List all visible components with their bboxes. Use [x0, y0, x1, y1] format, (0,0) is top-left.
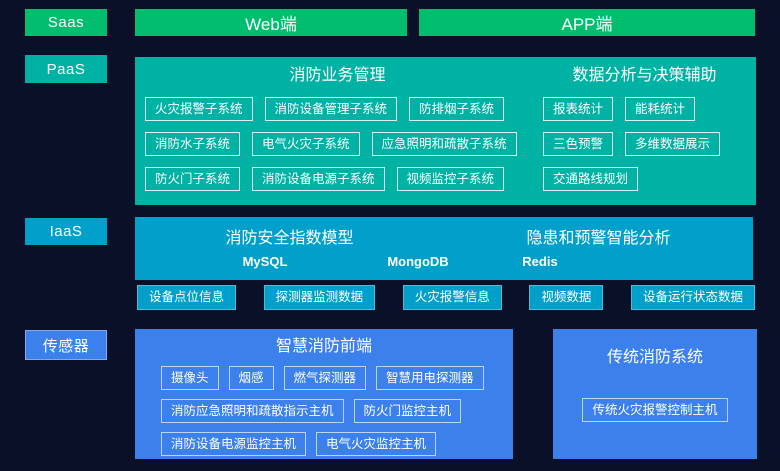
- device-row: 摄像头 烟感 燃气探测器 智慧用电探测器: [161, 366, 513, 390]
- subsystem-box: 消防设备电源子系统: [252, 167, 385, 191]
- hazard-warning-analysis-title: 隐患和预警智能分析: [526, 230, 671, 247]
- device-row: 消防设备电源监控主机 电气火灾监控主机: [161, 432, 513, 456]
- subsystem-row: 消防水子系统 电气火灾子系统 应急照明和疏散子系统: [145, 132, 530, 156]
- iaas-panel: 消防安全指数模型 隐患和预警智能分析 MySQL MongoDB Redis: [135, 217, 753, 280]
- device-box: 智慧用电探测器: [376, 366, 484, 390]
- analysis-box: 报表统计: [543, 97, 614, 121]
- device-row: 消防应急照明和疏散指示主机 防火门监控主机: [161, 399, 513, 423]
- section-title: 智慧消防前端: [275, 338, 372, 355]
- analysis-box: 多维数据展示: [625, 132, 721, 156]
- subsystem-row: 火灾报警子系统 消防设备管理子系统 防排烟子系统: [145, 97, 530, 121]
- smart-fire-frontend-panel: 智慧消防前端 摄像头 烟感 燃气探测器 智慧用电探测器 消防应急照明和疏散指示主…: [135, 329, 513, 459]
- database-label-mysql: MySQL: [242, 254, 288, 269]
- device-box: 防火门监控主机: [353, 399, 462, 423]
- web-terminal-bar: Web端: [135, 9, 407, 36]
- layer-label-iaas: IaaS: [25, 218, 107, 245]
- database-label-mongodb: MongoDB: [387, 254, 449, 269]
- data-source-box: 设备点位信息: [137, 285, 237, 310]
- data-source-row: 设备点位信息 探测器监测数据 火灾报警信息 视频数据 设备运行状态数据: [137, 285, 755, 310]
- data-analysis-section: 数据分析与决策辅助 报表统计 能耗统计 三色预警 多维数据展示 交通路线规划: [543, 63, 746, 202]
- subsystem-box: 火灾报警子系统: [145, 97, 253, 121]
- paas-panel: 消防业务管理 火灾报警子系统 消防设备管理子系统 防排烟子系统 消防水子系统 电…: [135, 57, 756, 205]
- analysis-row: 报表统计 能耗统计: [543, 97, 746, 121]
- data-source-box: 火灾报警信息: [402, 285, 502, 310]
- device-box: 电气火灾监控主机: [316, 432, 437, 456]
- subsystem-box: 电气火灾子系统: [252, 132, 360, 156]
- analysis-box: 三色预警: [543, 132, 614, 156]
- subsystem-box: 防排烟子系统: [409, 97, 505, 121]
- layer-label-paas: PaaS: [25, 55, 107, 83]
- section-title: 传统消防系统: [606, 349, 703, 366]
- device-box: 消防应急照明和疏散指示主机: [161, 399, 344, 423]
- device-box: 消防设备电源监控主机: [161, 432, 307, 456]
- data-source-box: 设备运行状态数据: [630, 285, 755, 310]
- device-box: 燃气探测器: [283, 366, 367, 390]
- analysis-row: 交通路线规划: [543, 167, 746, 191]
- fire-business-management-section: 消防业务管理 火灾报警子系统 消防设备管理子系统 防排烟子系统 消防水子系统 电…: [145, 63, 530, 202]
- device-box: 摄像头: [161, 366, 219, 390]
- app-terminal-bar: APP端: [419, 9, 755, 36]
- subsystem-box: 视频监控子系统: [396, 167, 505, 191]
- layer-label-sensor: 传感器: [25, 330, 107, 360]
- analysis-row: 三色预警 多维数据展示: [543, 132, 746, 156]
- layer-label-saas: Saas: [25, 9, 107, 36]
- data-source-box: 探测器监测数据: [263, 285, 376, 310]
- section-title: 数据分析与决策辅助: [572, 67, 717, 84]
- subsystem-row: 防火门子系统 消防设备电源子系统 视频监控子系统: [145, 167, 530, 191]
- traditional-fire-system-panel: 传统消防系统 传统火灾报警控制主机: [553, 329, 757, 459]
- subsystem-box: 消防设备管理子系统: [264, 97, 398, 121]
- analysis-box: 能耗统计: [625, 97, 696, 121]
- fire-safety-index-model-title: 消防安全指数模型: [225, 230, 354, 247]
- data-source-box: 视频数据: [529, 285, 604, 310]
- database-label-redis: Redis: [522, 254, 558, 269]
- traditional-host-box: 传统火灾报警控制主机: [582, 398, 728, 422]
- device-box: 烟感: [228, 366, 274, 390]
- section-title: 消防业务管理: [289, 67, 386, 84]
- analysis-box: 交通路线规划: [543, 167, 639, 191]
- subsystem-box: 防火门子系统: [145, 167, 241, 191]
- subsystem-box: 应急照明和疏散子系统: [371, 132, 517, 156]
- subsystem-box: 消防水子系统: [145, 132, 241, 156]
